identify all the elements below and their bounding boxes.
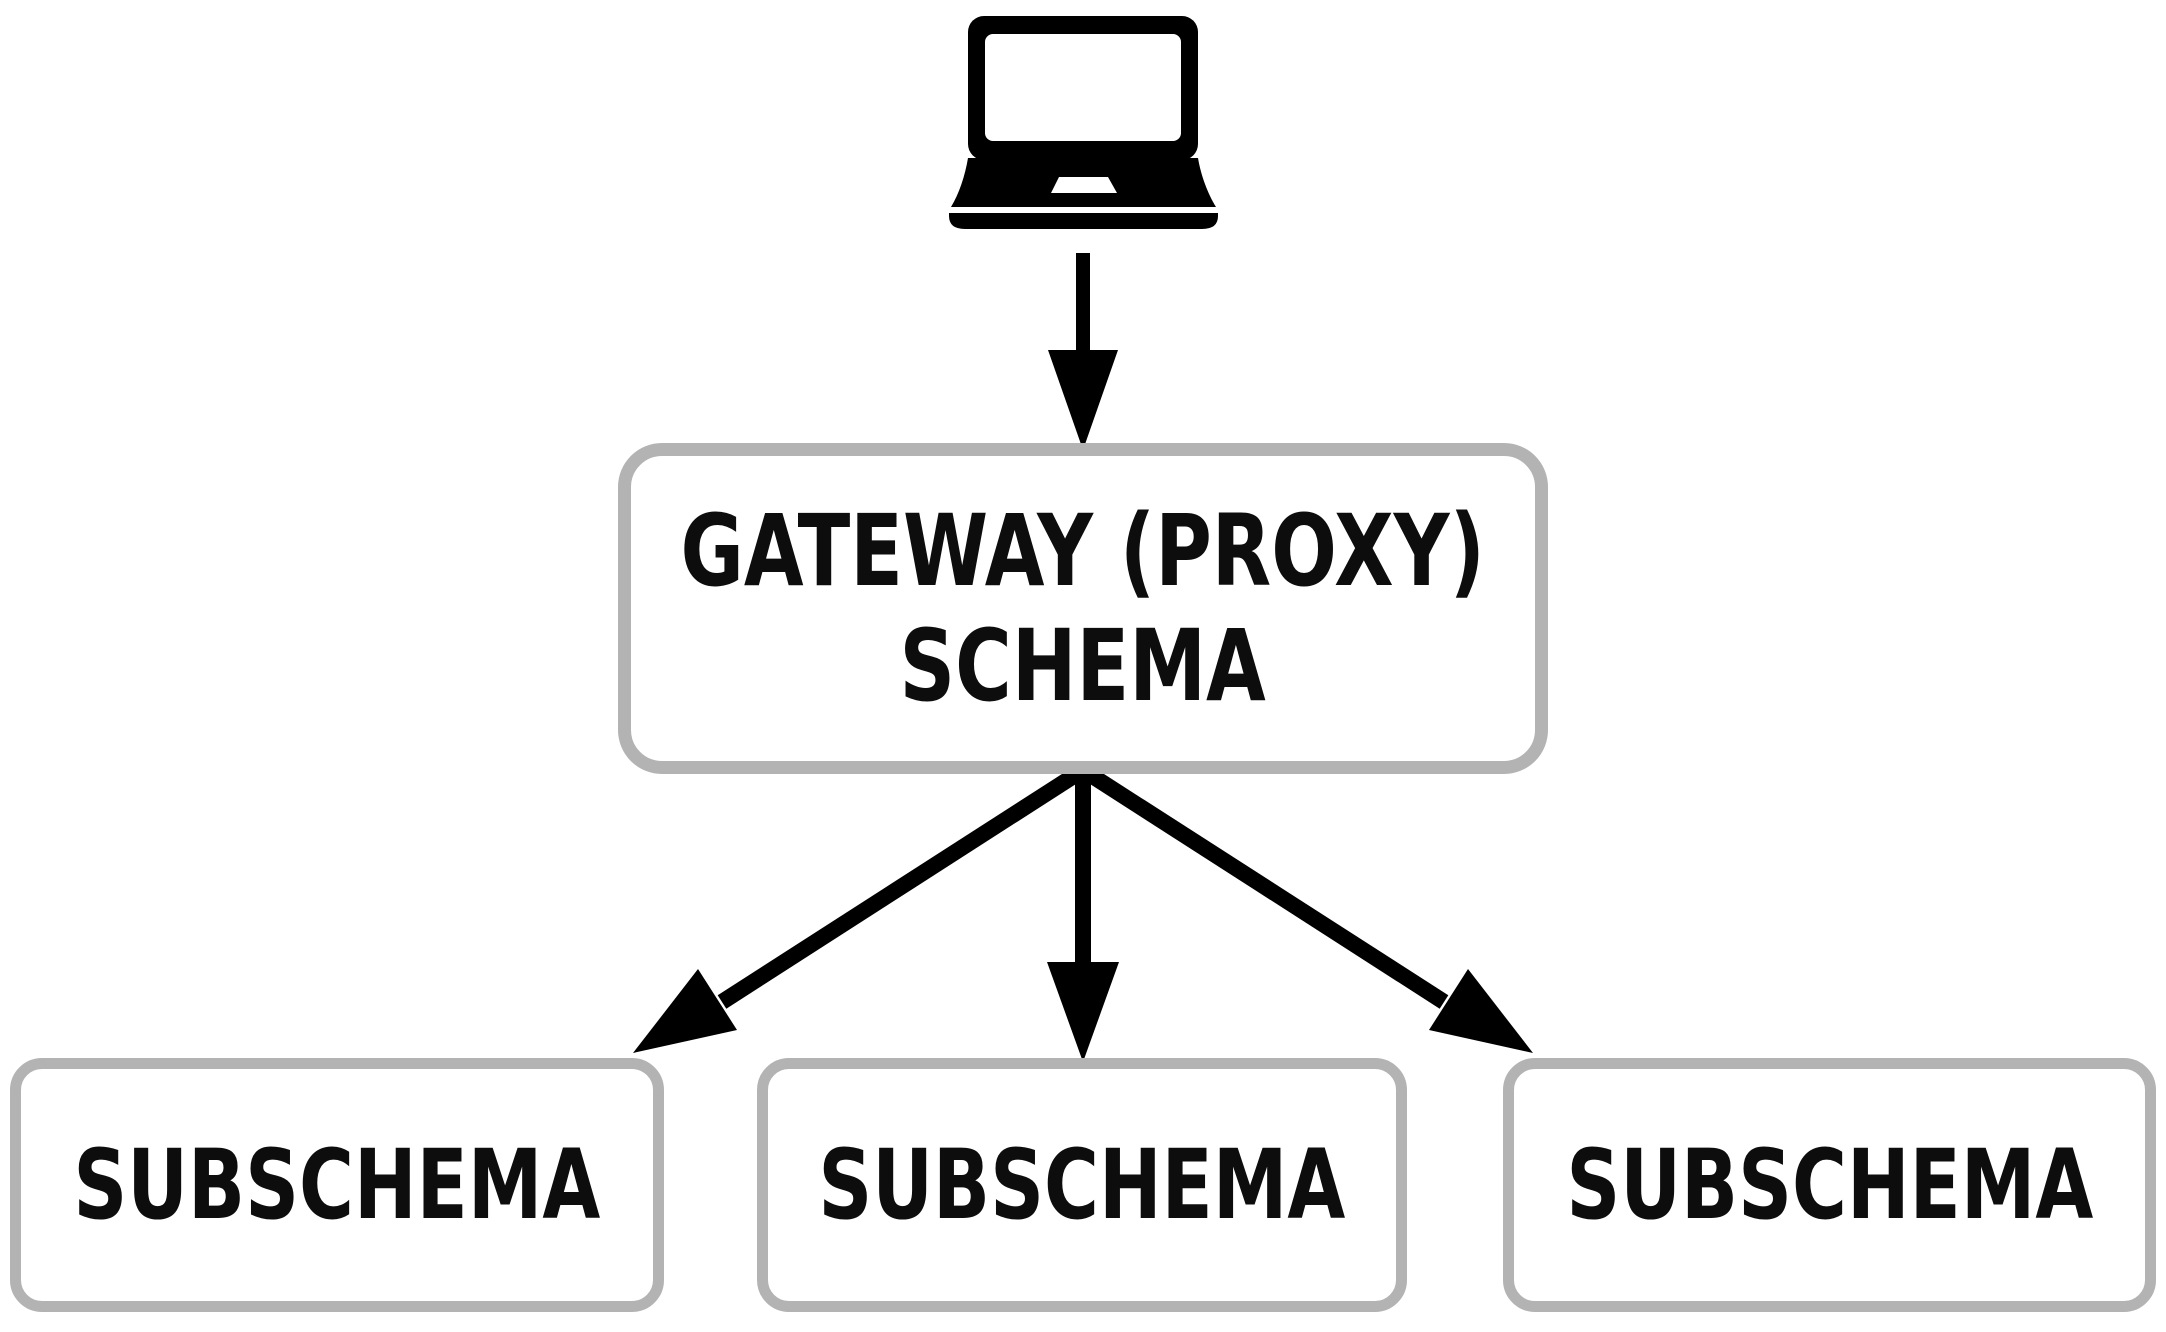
- subschema-label-3: SUBSCHEMA: [1566, 1129, 2093, 1241]
- subschema-node-3: SUBSCHEMA: [1503, 1058, 2156, 1312]
- arrow-client-to-gateway: [1048, 253, 1118, 450]
- laptop-icon: [949, 16, 1218, 229]
- subschema-node-1: SUBSCHEMA: [10, 1058, 664, 1312]
- laptop-touchpad: [1051, 177, 1117, 193]
- laptop-lid: [968, 16, 1198, 160]
- arrow-gateway-to-subschema-3: [1078, 763, 1533, 1053]
- arrow-gateway-to-subschema-2: [1047, 770, 1119, 1062]
- gateway-schema-label-line1: GATEWAY (PROXY): [680, 493, 1486, 609]
- gateway-schema-node: GATEWAY (PROXY) SCHEMA: [618, 443, 1548, 774]
- laptop-screen: [985, 34, 1181, 141]
- laptop-bottom-bar: [949, 213, 1218, 229]
- arrow-gateway-to-subschema-1: [633, 763, 1088, 1053]
- gateway-schema-label-line2: SCHEMA: [899, 608, 1267, 724]
- laptop-base: [951, 158, 1216, 207]
- gateway-schema-label: GATEWAY (PROXY) SCHEMA: [681, 494, 1485, 724]
- subschema-node-2: SUBSCHEMA: [757, 1058, 1407, 1312]
- subschema-label-2: SUBSCHEMA: [818, 1129, 1346, 1241]
- subschema-label-1: SUBSCHEMA: [73, 1129, 601, 1241]
